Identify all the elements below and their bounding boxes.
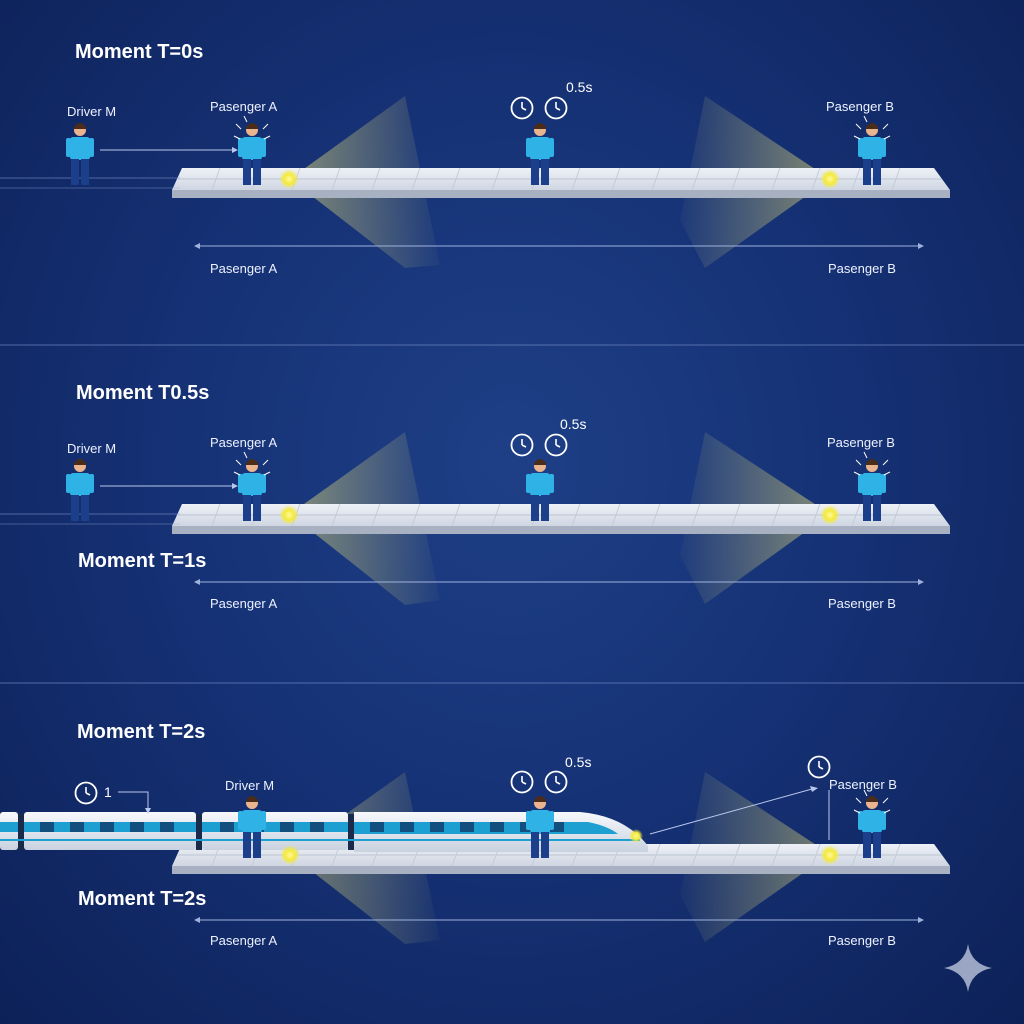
secondary-title: Moment T=1s [78, 550, 206, 572]
clock-icon [74, 781, 98, 805]
clock-icon [807, 755, 831, 779]
secondary-title: Moment T=2s [78, 888, 206, 910]
clock-time-label: 0.5s [560, 416, 586, 432]
clock-icon [510, 96, 534, 120]
light-source-left [279, 505, 299, 525]
clock-icon [510, 770, 534, 794]
passenger-b-label: Pasenger B [829, 777, 897, 792]
bottom-right-label: Pasenger B [828, 596, 896, 611]
driver-label: Driver M [67, 441, 116, 456]
passenger-b-label: Pasenger B [827, 435, 895, 450]
clock-icon [544, 96, 568, 120]
panel-t0: Moment T=0s Driver M Pasenger A 0.5s Pas… [0, 41, 951, 276]
light-source-left [279, 169, 299, 189]
sparkle-icon [944, 944, 992, 992]
panel-title: Moment T0.5s [76, 382, 209, 404]
clock-time-label: 0.5s [565, 754, 591, 770]
bottom-left-label: Pasenger A [210, 596, 278, 611]
bottom-right-label: Pasenger B [828, 933, 896, 948]
signal-arrow [649, 788, 813, 835]
passenger-a-label: Pasenger A [210, 99, 278, 114]
passenger-a-label: Pasenger A [210, 435, 278, 450]
clock-icon [544, 433, 568, 457]
train-clock-value: 1 [104, 784, 112, 800]
bottom-right-label: Pasenger B [828, 261, 896, 276]
panel-title: Moment T=2s [77, 721, 205, 743]
bottom-left-label: Pasenger A [210, 933, 278, 948]
train-headlight [629, 829, 643, 843]
light-source-right [820, 505, 840, 525]
clock-icon [510, 433, 534, 457]
driver-label: Driver M [67, 104, 116, 119]
bottom-left-label: Pasenger A [210, 261, 278, 276]
panel-title: Moment T=0s [75, 41, 203, 63]
panel-t05: Moment T0.5s Driver M Pasenger A 0.5s Pa… [0, 382, 951, 611]
light-source-right [820, 169, 840, 189]
light-source-right [820, 845, 840, 865]
passenger-b-label: Pasenger B [826, 99, 894, 114]
driver-figure [66, 123, 94, 185]
light-source-left [280, 845, 300, 865]
panel-t2: Moment T=2s [0, 721, 951, 948]
driver-figure [66, 459, 94, 521]
clock-icon [544, 770, 568, 794]
clock-time-label: 0.5s [566, 79, 592, 95]
driver-label: Driver M [225, 778, 274, 793]
